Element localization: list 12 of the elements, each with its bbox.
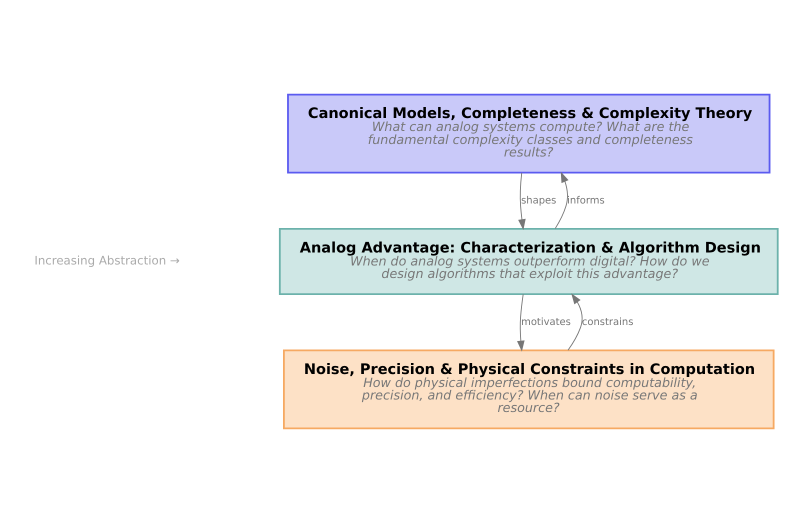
arrow bbox=[568, 292, 583, 350]
node-box: Analog Advantage: Characterization & Algorithm Design When do analog systems outperform digital? How do we design algorithms that exploit this advantage? bbox=[278, 227, 779, 295]
edge-label: motivates bbox=[521, 316, 571, 328]
arrow bbox=[518, 172, 526, 230]
edge-label: shapes bbox=[521, 194, 556, 206]
node-box: Noise, Precision & Physical Constraints in Computation How do physical imperfections bound computability, precision, and efficiency? When can noise serve as a resource? bbox=[283, 348, 775, 429]
node-box: Canonical Models, Completeness & Complexity Theory What can analog systems compute? What are the fundamental complexity classes and completeness results? bbox=[287, 93, 770, 174]
edge-label: informs bbox=[567, 194, 605, 206]
arrow bbox=[554, 171, 569, 229]
arrow bbox=[517, 293, 525, 352]
edge-label: constrains bbox=[582, 316, 634, 328]
label: Increasing Abstraction → bbox=[34, 253, 180, 268]
